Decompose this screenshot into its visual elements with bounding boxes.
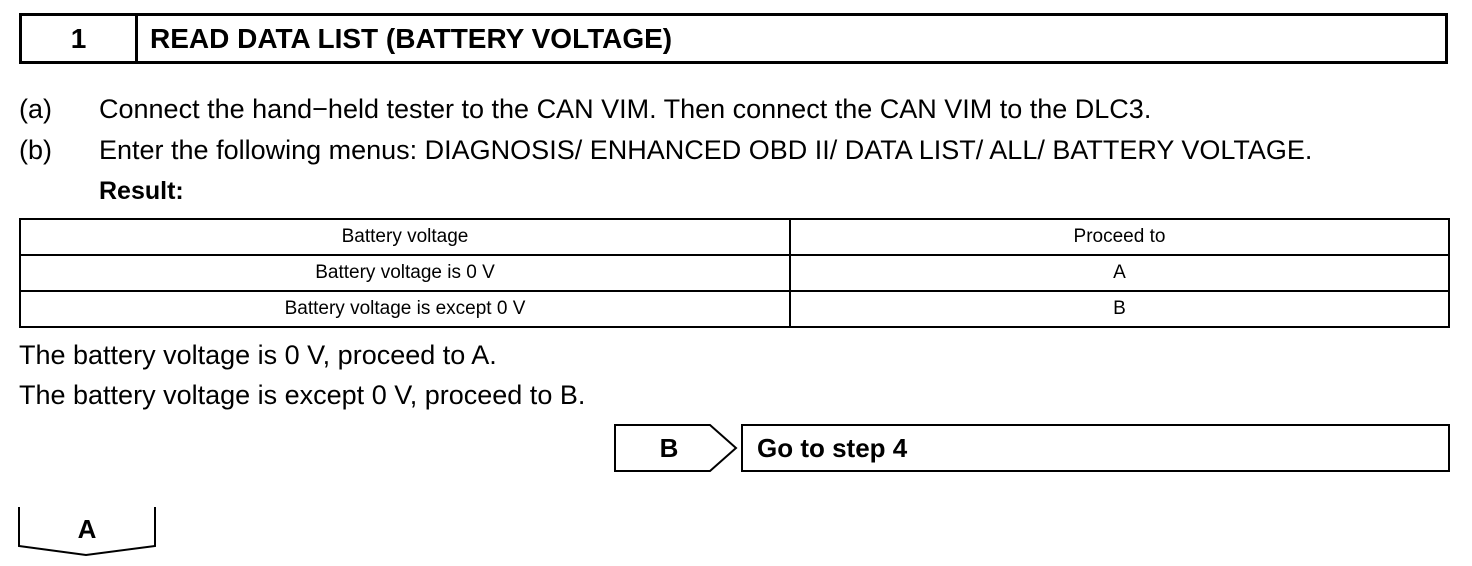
conclusion-a: The battery voltage is 0 V, proceed to A…: [19, 340, 497, 370]
table-header-row: Battery voltage Proceed to: [19, 218, 1450, 256]
instruction-b: (b) Enter the following menus: DIAGNOSIS/…: [19, 131, 1312, 169]
down-arrow-icon: [18, 507, 156, 556]
instruction-a-text: Connect the hand−held tester to the CAN …: [99, 94, 1152, 124]
step-header: 1 READ DATA LIST (BATTERY VOLTAGE): [19, 13, 1448, 64]
conclusion-b: The battery voltage is except 0 V, proce…: [19, 380, 586, 410]
result-label: Result:: [99, 177, 184, 205]
table-cell: A: [789, 254, 1450, 292]
branch-b-arrow[interactable]: B: [614, 424, 738, 472]
table-row: Battery voltage is 0 V A: [19, 254, 1450, 292]
branch-b-label: B: [659, 432, 679, 463]
branch-a-arrow[interactable]: A: [18, 506, 156, 556]
branch-a-label: A: [77, 513, 97, 544]
table-header-cell: Proceed to: [789, 218, 1450, 256]
instruction-b-text: Enter the following menus: DIAGNOSIS/ EN…: [99, 135, 1313, 165]
right-arrow-icon: [614, 424, 738, 472]
step-title: READ DATA LIST (BATTERY VOLTAGE): [150, 22, 673, 54]
goto-step-box[interactable]: Go to step 4: [741, 424, 1450, 472]
instruction-a: (a) Connect the hand−held tester to the C…: [19, 90, 1151, 128]
table-row: Battery voltage is except 0 V B: [19, 290, 1450, 328]
table-cell: Battery voltage is 0 V: [19, 254, 791, 292]
step-number: 1: [22, 16, 138, 61]
instruction-a-marker: (a): [19, 94, 52, 124]
instruction-b-marker: (b): [19, 135, 52, 165]
table-cell: B: [789, 290, 1450, 328]
table-cell: Battery voltage is except 0 V: [19, 290, 791, 328]
result-table: Battery voltage Proceed to Battery volta…: [19, 218, 1450, 328]
table-header-cell: Battery voltage: [19, 218, 791, 256]
